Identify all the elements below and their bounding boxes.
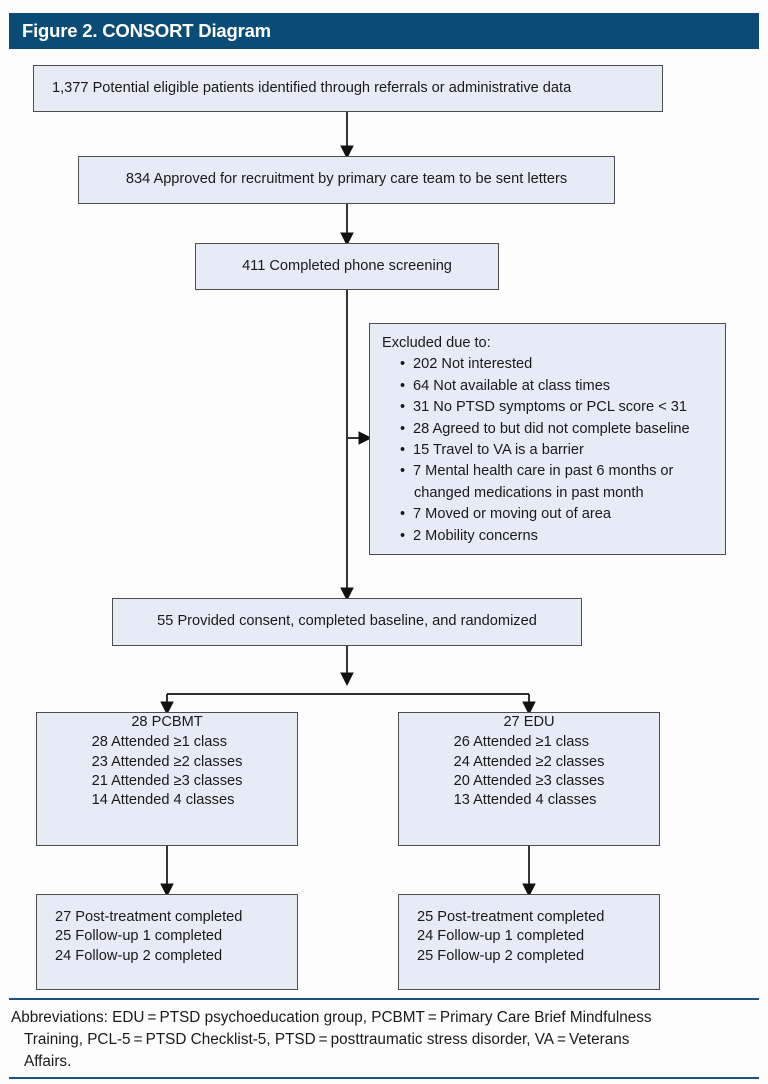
excluded-heading: Excluded due to:	[382, 335, 491, 351]
node-approved-for-recruitment: 834 Approved for recruitment by primary …	[78, 156, 615, 204]
followup-edu-line: 24 Follow-up 1 completed	[417, 928, 585, 945]
arm-edu-title: 27 EDU	[503, 714, 555, 730]
node-completed-phone-screening-text: 411 Completed phone screening	[242, 257, 452, 274]
excluded-reason-text: 2 Mobility concerns	[413, 527, 538, 544]
followup-pcbmt-line: 25 Follow-up 1 completed	[55, 928, 223, 945]
excluded-reason-item: 7 Mental health care in past 6 months or…	[400, 461, 715, 504]
footnote-rule-bottom	[9, 1077, 759, 1080]
footnote-rule-top	[9, 998, 759, 1001]
followup-edu-lines: 25 Post-treatment completed 24 Follow-up …	[399, 895, 659, 966]
node-followup-edu: 25 Post-treatment completed 24 Follow-up …	[398, 894, 660, 990]
abbreviations-line-1: Abbreviations: EDU = PTSD psychoeducatio…	[11, 1009, 652, 1027]
arm-edu-line: 24 Attended ≥2 classes	[453, 753, 605, 770]
node-arm-edu: 27 EDU 26 Attended ≥1 class 24 Attended ≥…	[398, 712, 660, 846]
footnote-block: Abbreviations: EDU = PTSD psychoeducatio…	[9, 998, 759, 1072]
excluded-reasons-list: 202 Not interested 64 Not available at cl…	[370, 354, 725, 547]
abbreviations-text: Abbreviations: EDU = PTSD psychoeducatio…	[9, 1000, 759, 1072]
consort-diagram: 1,377 Potential eligible patients identi…	[0, 49, 768, 994]
arm-pcbmt-line: 28 Attended ≥1 class	[91, 734, 227, 751]
excluded-reason-text: 7 Mental health care in past 6 months or	[413, 463, 674, 480]
followup-edu-line: 25 Post-treatment completed	[417, 909, 605, 925]
excluded-reason-item: 2 Mobility concerns	[400, 526, 715, 548]
followup-pcbmt-line: 27 Post-treatment completed	[55, 909, 243, 925]
node-randomized: 55 Provided consent, completed baseline,…	[112, 598, 582, 646]
followup-edu-line: 25 Follow-up 2 completed	[417, 947, 585, 964]
excluded-reason-item: 28 Agreed to but did not complete baseli…	[400, 419, 715, 441]
node-followup-pcbmt: 27 Post-treatment completed 25 Follow-up …	[36, 894, 298, 990]
node-approved-for-recruitment-text: 834 Approved for recruitment by primary …	[125, 171, 568, 188]
excluded-reason-item: 31 No PTSD symptoms or PCL score < 31	[400, 397, 715, 419]
excluded-reason-text: 202 Not interested	[413, 356, 533, 373]
node-excluded: Excluded due to: 202 Not interested 64 No…	[369, 323, 726, 555]
excluded-reason-item: 7 Moved or moving out of area	[400, 504, 715, 526]
arm-edu-line: 13 Attended 4 classes	[453, 792, 597, 808]
excluded-reason-text: 15 Travel to VA is a barrier	[413, 442, 584, 458]
excluded-reason-item: 15 Travel to VA is a barrier	[400, 440, 715, 462]
excluded-reason-text: 28 Agreed to but did not complete baseli…	[413, 420, 690, 437]
arm-pcbmt-line: 14 Attended 4 classes	[91, 792, 235, 808]
excluded-reason-item: 202 Not interested	[400, 354, 715, 376]
followup-pcbmt-lines: 27 Post-treatment completed 25 Follow-up …	[37, 895, 297, 966]
excluded-reason-continuation: changed medications in past month	[414, 484, 644, 501]
node-patients-identified-text: 1,377 Potential eligible patients identi…	[52, 79, 572, 96]
excluded-reason-text: 31 No PTSD symptoms or PCL score < 31	[413, 399, 688, 416]
node-arm-pcbmt: 28 PCBMT 28 Attended ≥1 class 23 Attended…	[36, 712, 298, 846]
abbreviations-line-3: Affairs.	[24, 1052, 72, 1070]
excluded-reason-text: 7 Moved or moving out of area	[413, 506, 611, 523]
arm-pcbmt-line: 21 Attended ≥3 classes	[91, 772, 243, 789]
node-randomized-text: 55 Provided consent, completed baseline,…	[157, 613, 537, 630]
arm-edu-line: 20 Attended ≥3 classes	[453, 772, 605, 789]
node-completed-phone-screening: 411 Completed phone screening	[195, 243, 499, 290]
excluded-reason-text: 64 Not available at class times	[413, 377, 611, 394]
excluded-reason-item: 64 Not available at class times	[400, 376, 715, 398]
arm-pcbmt-lines: 28 Attended ≥1 class 23 Attended ≥2 class…	[37, 733, 297, 810]
arm-pcbmt-title: 28 PCBMT	[131, 714, 203, 730]
arm-edu-lines: 26 Attended ≥1 class 24 Attended ≥2 class…	[399, 733, 659, 810]
arm-edu-line: 26 Attended ≥1 class	[453, 734, 589, 751]
figure-title: Figure 2. CONSORT Diagram	[22, 20, 271, 41]
followup-pcbmt-line: 24 Follow-up 2 completed	[55, 947, 223, 964]
arm-pcbmt-line: 23 Attended ≥2 classes	[91, 753, 243, 770]
node-patients-identified: 1,377 Potential eligible patients identi…	[33, 65, 663, 112]
figure-header-bar: Figure 2. CONSORT Diagram	[9, 13, 759, 49]
abbreviations-line-2: Training, PCL-5 = PTSD Checklist-5, PTSD…	[24, 1030, 630, 1048]
